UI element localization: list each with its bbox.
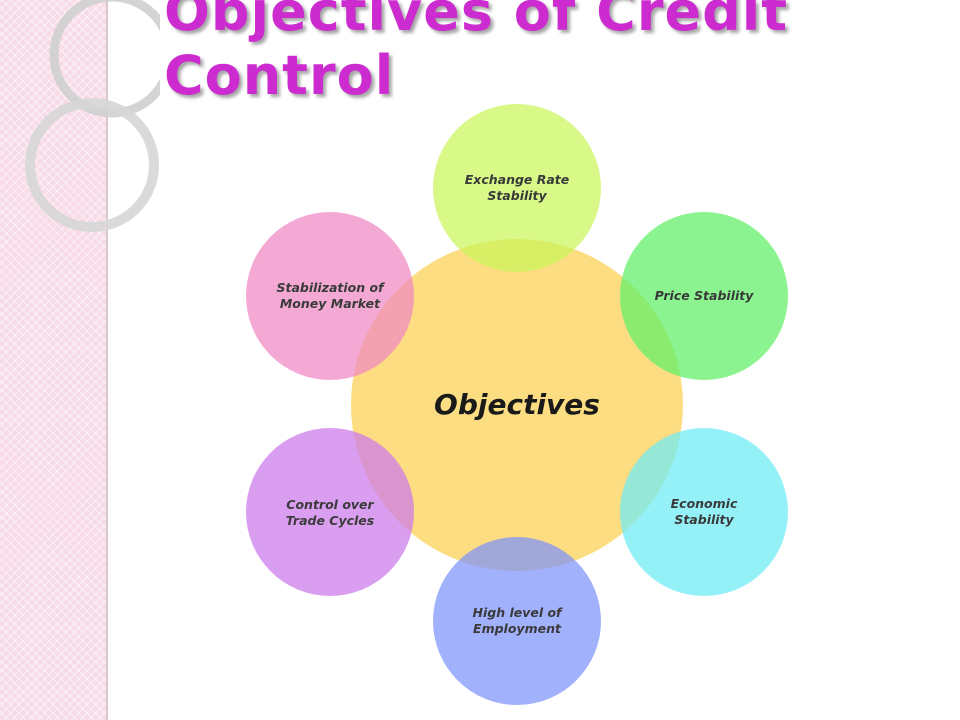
center-label: Objectives bbox=[417, 388, 617, 422]
objective-label-line: Trade Cycles bbox=[285, 513, 375, 528]
objective-label-exchange-rate: Exchange Rate Stability bbox=[447, 172, 587, 204]
objective-circle-money-market bbox=[246, 212, 414, 380]
objective-label-line: Employment bbox=[473, 621, 561, 636]
objective-label-line: Stability bbox=[487, 188, 547, 203]
objective-circle-employment bbox=[433, 537, 601, 705]
title-line-2: Control bbox=[164, 44, 395, 107]
title-line-1: Objectives of Credit bbox=[164, 0, 789, 43]
objective-label-line: Exchange Rate bbox=[464, 172, 570, 187]
center-label-text: Objectives bbox=[434, 388, 600, 421]
objective-circle-price-stability bbox=[620, 212, 788, 380]
decorative-ring-icon bbox=[25, 0, 160, 232]
objective-label-line: High level of bbox=[472, 605, 562, 620]
objective-label-line: Stability bbox=[674, 512, 734, 527]
objective-circle-trade-cycles bbox=[246, 428, 414, 596]
objective-label-line: Price Stability bbox=[654, 288, 754, 303]
objective-label-line: Economic bbox=[670, 496, 738, 511]
center-circle bbox=[351, 239, 683, 571]
slide-title: Objectives of Credit Control bbox=[164, 0, 788, 108]
objective-label-money-market: Stabilization of Money Market bbox=[255, 280, 405, 312]
objective-label-price-stability: Price Stability bbox=[634, 288, 774, 304]
objective-label-economic-stability: Economic Stability bbox=[634, 496, 774, 528]
objective-label-trade-cycles: Control over Trade Cycles bbox=[260, 497, 400, 529]
objective-circle-exchange-rate bbox=[433, 104, 601, 272]
objective-label-line: Control over bbox=[286, 497, 374, 512]
objective-label-line: Stabilization of bbox=[276, 280, 384, 295]
objective-label-line: Money Market bbox=[279, 296, 381, 311]
objective-label-employment: High level of Employment bbox=[447, 605, 587, 637]
objective-circle-economic-stability bbox=[620, 428, 788, 596]
